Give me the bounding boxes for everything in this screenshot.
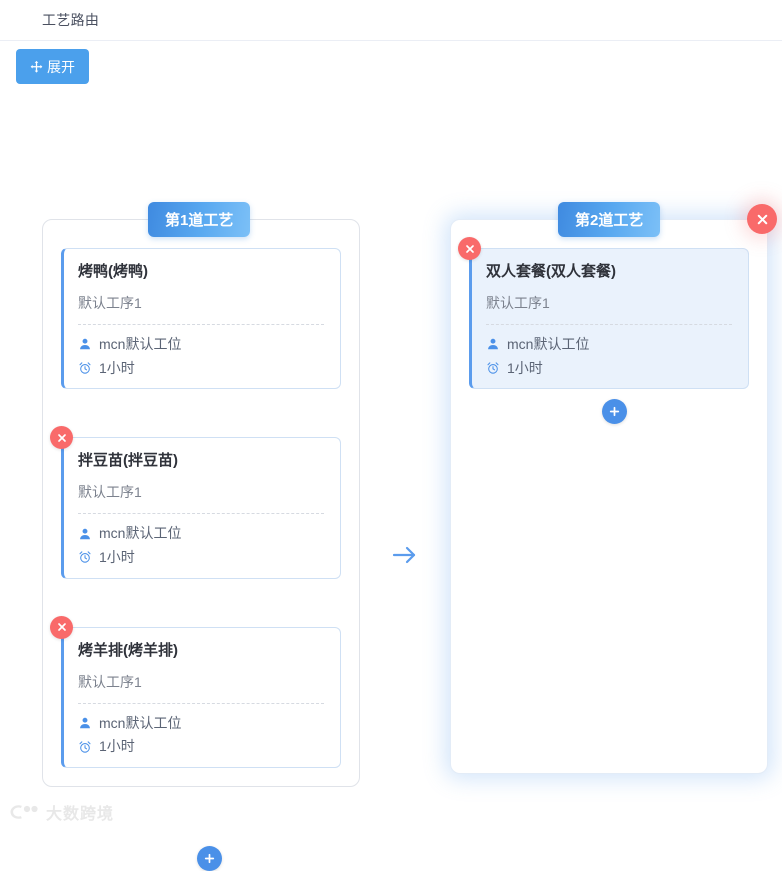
card-duration-row: 1小时 xyxy=(78,360,324,377)
process-card[interactable]: 烤羊排(烤羊排) 默认工序1 mcn默认工位 xyxy=(61,626,341,769)
card-duration-row: 1小时 xyxy=(78,549,324,566)
card-title: 烤鸭(烤鸭) xyxy=(78,263,148,280)
toolbar: 展开 xyxy=(0,41,782,97)
process-card[interactable]: 双人套餐(双人套餐) 默认工序1 mcn默认工位 xyxy=(469,248,749,390)
page-title: 工艺路由 xyxy=(42,12,100,28)
user-icon xyxy=(78,527,92,541)
card-divider xyxy=(78,513,324,515)
remove-card-button[interactable] xyxy=(50,615,73,639)
card-title: 双人套餐(双人套餐) xyxy=(486,263,616,280)
alarm-clock-icon xyxy=(486,361,500,375)
card-station-label: mcn默认工位 xyxy=(99,525,182,542)
card-station-label: mcn默认工位 xyxy=(507,335,590,352)
user-icon xyxy=(78,716,92,730)
user-icon xyxy=(486,337,500,351)
arrow-right-icon xyxy=(389,539,421,571)
stage-column-1[interactable]: 第1道工艺 烤鸭(烤鸭) 默认工序1 mcn默认工位 xyxy=(42,202,360,788)
remove-card-button[interactable] xyxy=(458,237,481,260)
card-duration-row: 1小时 xyxy=(78,738,324,755)
stage-body-2: 双人套餐(双人套餐) 默认工序1 mcn默认工位 xyxy=(450,219,768,774)
card-divider xyxy=(78,702,324,704)
stage-body-1: 烤鸭(烤鸭) 默认工序1 mcn默认工位 xyxy=(42,219,360,788)
process-card[interactable]: 拌豆苗(拌豆苗) 默认工序1 mcn默认工位 xyxy=(61,437,341,579)
card-title: 拌豆苗(拌豆苗) xyxy=(78,452,178,470)
card-duration-row: 1小时 xyxy=(486,360,732,377)
user-icon xyxy=(78,337,92,351)
card-station-row: mcn默认工位 xyxy=(78,715,324,732)
card-divider xyxy=(486,323,732,325)
card-subtitle: 默认工序1 xyxy=(78,484,142,501)
card-wrapper: 双人套餐(双人套餐) 默认工序1 mcn默认工位 xyxy=(458,237,749,390)
card-duration-label: 1小时 xyxy=(507,359,543,376)
card-subtitle: 默认工序1 xyxy=(486,295,550,311)
add-card-button-stage-1[interactable] xyxy=(197,846,222,871)
expand-button-label: 展开 xyxy=(47,58,75,75)
page-header: 工艺路由 xyxy=(0,0,782,41)
card-station-row: mcn默认工位 xyxy=(78,525,324,542)
alarm-clock-icon xyxy=(78,740,92,754)
card-duration-label: 1小时 xyxy=(99,359,135,376)
card-subtitle: 默认工序1 xyxy=(78,295,142,311)
move-arrows-icon xyxy=(30,60,43,73)
card-wrapper: 烤羊排(烤羊排) 默认工序1 mcn默认工位 xyxy=(50,615,341,769)
card-duration-label: 1小时 xyxy=(99,548,135,565)
stage-title-1[interactable]: 第1道工艺 xyxy=(148,202,251,237)
add-card-button-stage-2[interactable] xyxy=(602,399,627,424)
stage-title-2[interactable]: 第2道工艺 xyxy=(558,202,661,237)
card-subtitle: 默认工序1 xyxy=(78,673,142,690)
close-route-button[interactable] xyxy=(747,204,777,234)
card-station-label: mcn默认工位 xyxy=(99,335,182,352)
card-duration-label: 1小时 xyxy=(99,738,135,755)
alarm-clock-icon xyxy=(78,550,92,564)
remove-card-button[interactable] xyxy=(50,426,73,450)
card-station-row: mcn默认工位 xyxy=(486,336,732,353)
expand-button[interactable]: 展开 xyxy=(16,49,89,84)
card-wrapper: 烤鸭(烤鸭) 默认工序1 mcn默认工位 xyxy=(61,248,341,390)
card-title: 烤羊排(烤羊排) xyxy=(78,641,178,659)
stage-column-2[interactable]: 第2道工艺 双人套餐(双人套餐) 默认工序1 xyxy=(450,202,768,774)
alarm-clock-icon xyxy=(78,361,92,375)
card-divider xyxy=(78,323,324,325)
card-wrapper: 拌豆苗(拌豆苗) 默认工序1 mcn默认工位 xyxy=(50,426,341,579)
card-station-row: mcn默认工位 xyxy=(78,336,324,353)
card-station-label: mcn默认工位 xyxy=(99,714,182,731)
flow-canvas: 第1道工艺 烤鸭(烤鸭) 默认工序1 mcn默认工位 xyxy=(0,97,782,871)
process-card[interactable]: 烤鸭(烤鸭) 默认工序1 mcn默认工位 xyxy=(61,248,341,390)
